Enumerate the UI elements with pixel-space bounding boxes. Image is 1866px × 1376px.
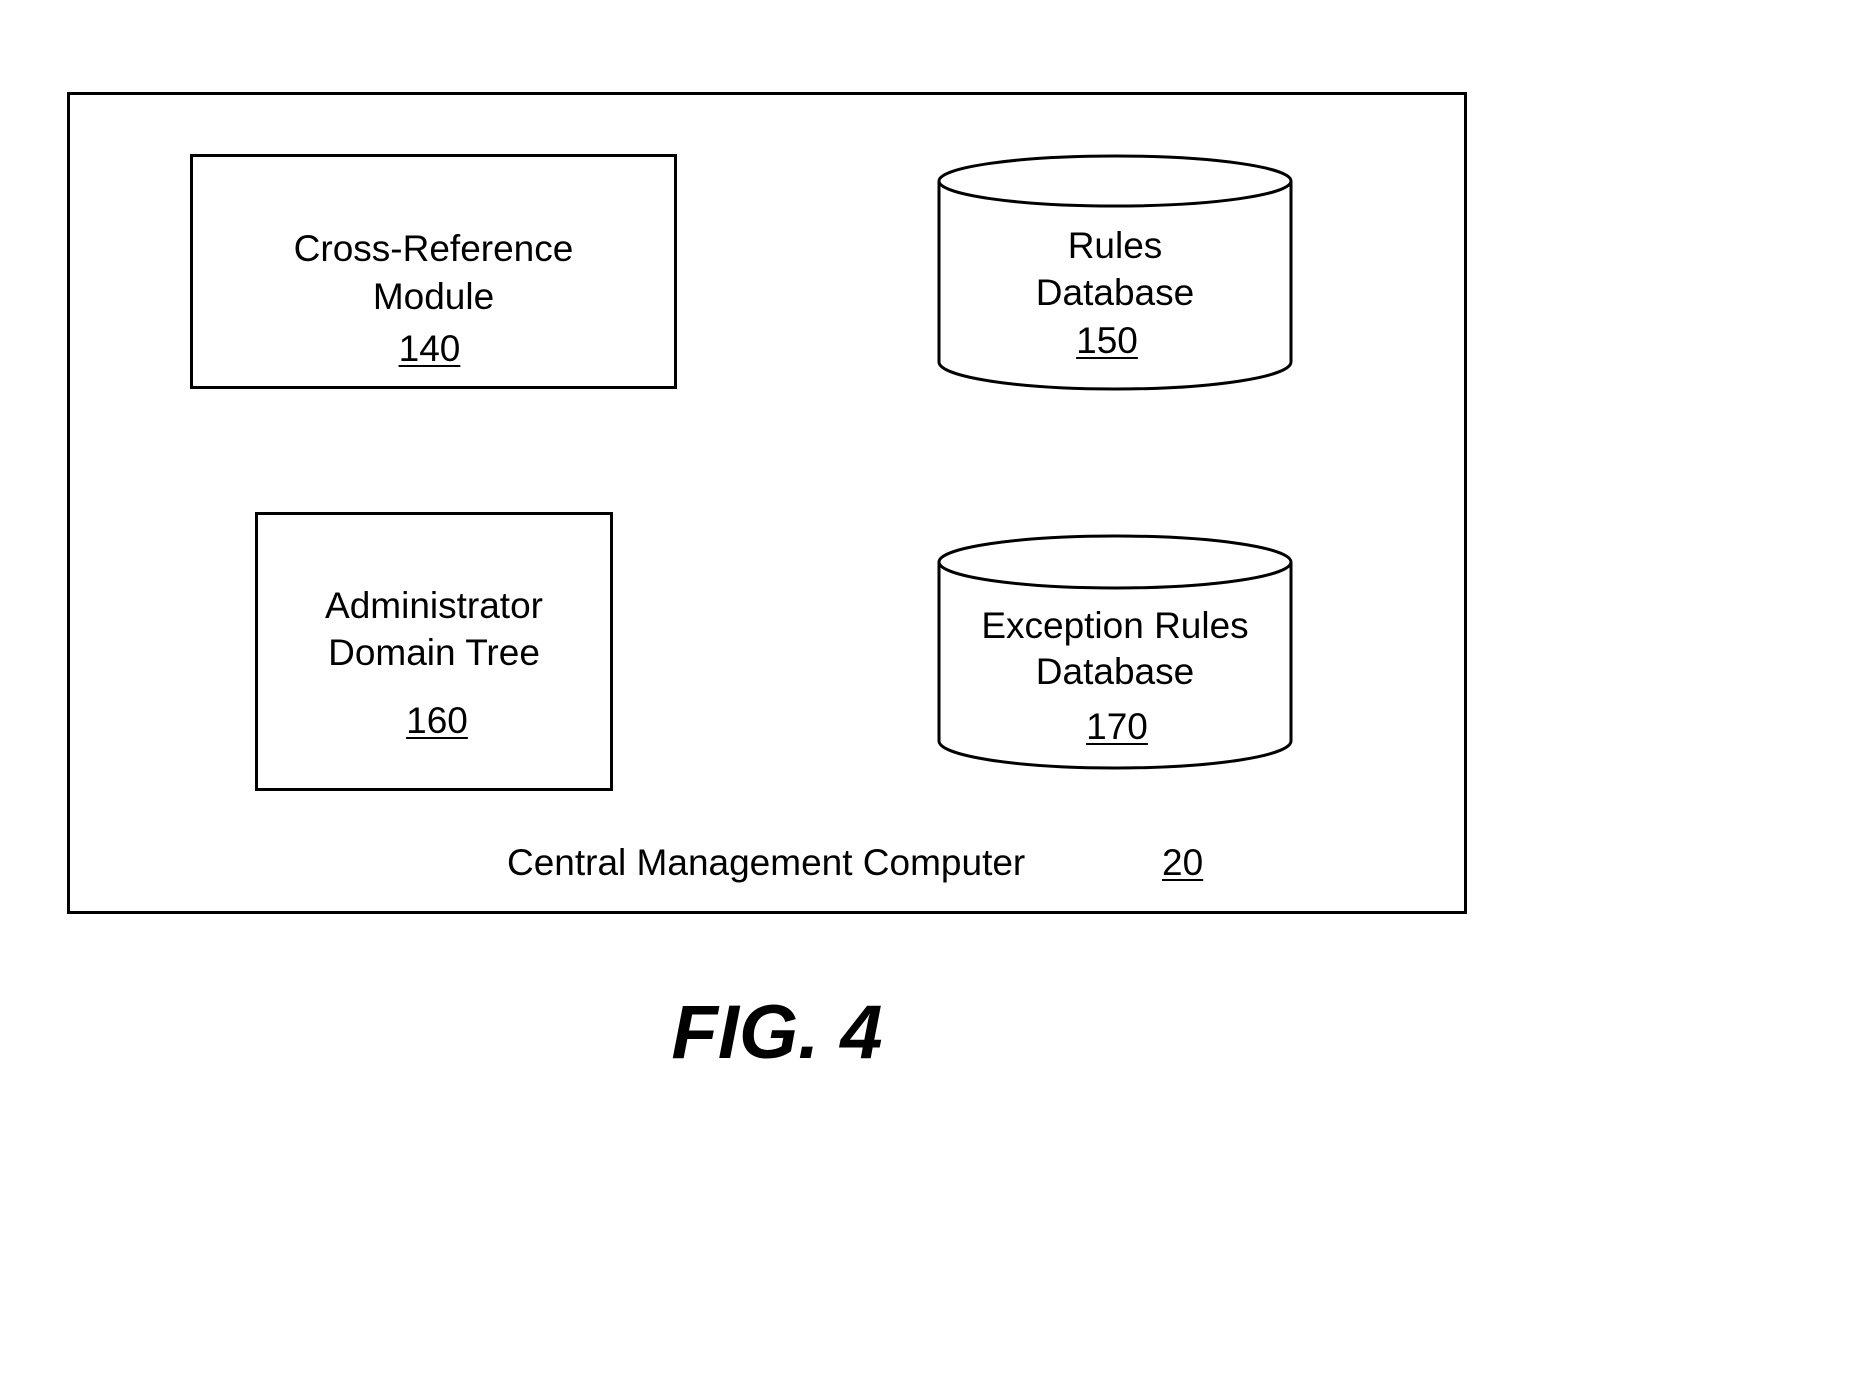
- administrator-domain-tree-ref: 160: [261, 699, 613, 743]
- rules-database-label-line2: Database: [936, 269, 1294, 316]
- cross-reference-module-box: Cross-Reference Module 140: [190, 154, 677, 389]
- exception-rules-database-label-line2: Database: [936, 648, 1294, 695]
- figure-label: FIG. 4: [0, 990, 1550, 1076]
- cross-reference-module-label-line1: Cross-Reference: [193, 225, 674, 272]
- central-management-computer-title: Central Management Computer: [507, 841, 1025, 885]
- rules-database-ref-number: 150: [1076, 320, 1138, 361]
- administrator-domain-tree-label-line1: Administrator: [258, 582, 610, 629]
- administrator-domain-tree-box: Administrator Domain Tree 160: [255, 512, 613, 791]
- exception-rules-database-ref-number: 170: [1086, 706, 1148, 747]
- administrator-domain-tree-ref-number: 160: [406, 700, 468, 741]
- rules-database-cylinder: Rules Database 150: [936, 154, 1294, 392]
- exception-rules-database-ref: 170: [938, 705, 1296, 749]
- central-management-computer-ref: 20: [1162, 841, 1203, 885]
- rules-database-ref: 150: [928, 319, 1286, 363]
- exception-rules-database-label-line1: Exception Rules: [936, 602, 1294, 649]
- cross-reference-module-ref: 140: [189, 327, 670, 371]
- cross-reference-module-label-line2: Module: [193, 273, 674, 320]
- exception-rules-database-cylinder: Exception Rules Database 170: [936, 533, 1294, 771]
- rules-database-label-line1: Rules: [936, 222, 1294, 269]
- cross-reference-module-ref-number: 140: [399, 328, 461, 369]
- administrator-domain-tree-label-line2: Domain Tree: [258, 629, 610, 676]
